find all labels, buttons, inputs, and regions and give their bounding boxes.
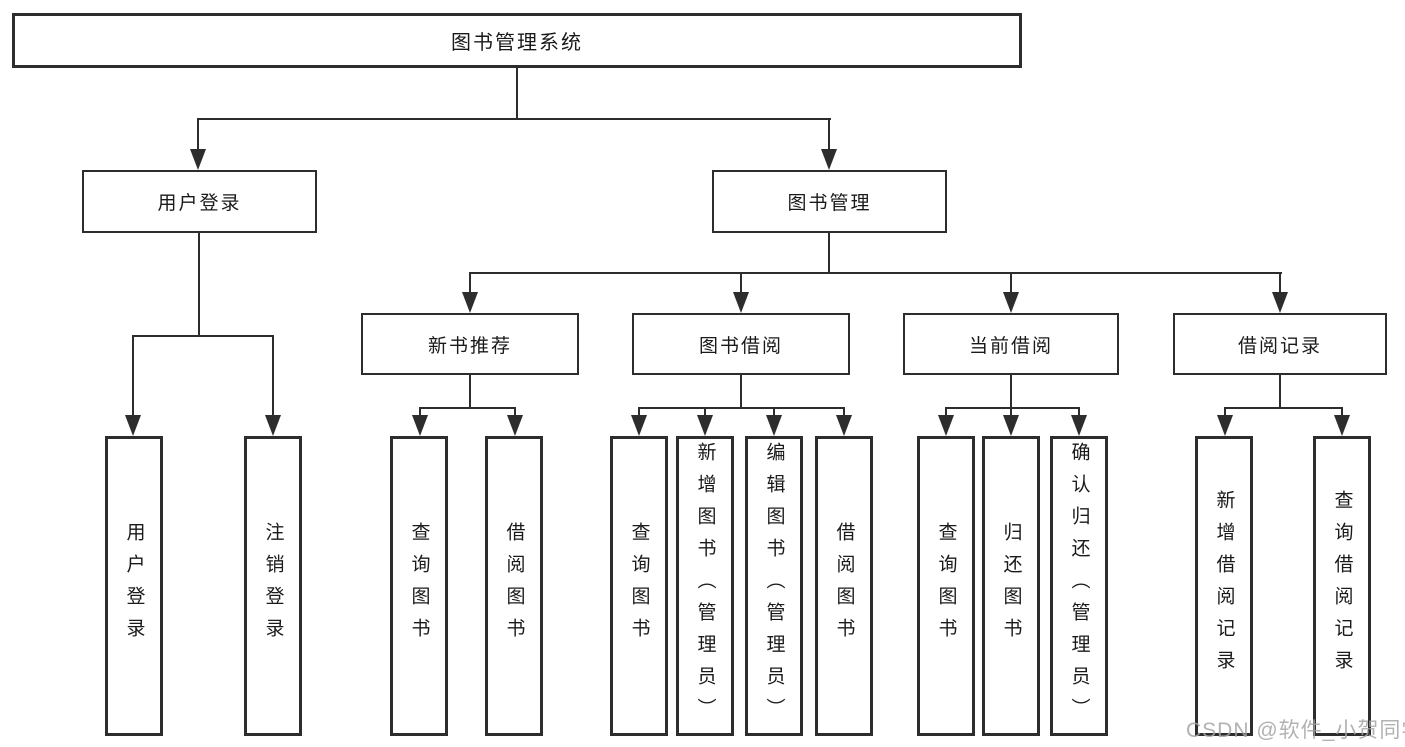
connector-stem xyxy=(740,375,742,407)
connector-root-stem xyxy=(516,68,518,118)
leaf-label: 查询借阅记录 xyxy=(1331,490,1353,682)
connector-stem xyxy=(638,407,640,419)
leaf-add-borrow-record: 新增借阅记录 xyxy=(1195,436,1253,736)
arrow-down-icon xyxy=(836,415,852,436)
connector-stem xyxy=(514,407,516,419)
arrow-down-icon xyxy=(265,415,281,436)
node-root: 图书管理系统 xyxy=(12,13,1022,68)
leaf-label: 用户登录 xyxy=(123,522,145,650)
arrow-down-icon xyxy=(1334,415,1350,436)
connector-user-login-bar xyxy=(132,335,274,337)
connector-root-bar xyxy=(197,118,831,120)
connector-bar xyxy=(945,407,1080,409)
connector-stem xyxy=(1224,407,1226,419)
connector-stem xyxy=(1010,407,1012,419)
connector-bar xyxy=(419,407,516,409)
node-new-book-recommend: 新书推荐 xyxy=(361,313,579,375)
connector-stem xyxy=(1010,272,1012,295)
leaf-borrow-books-recommend: 借阅图书 xyxy=(485,436,543,736)
connector-stem xyxy=(704,407,706,419)
connector-stem xyxy=(828,118,830,152)
leaf-label: 归还图书 xyxy=(1000,522,1022,650)
arrow-down-icon xyxy=(412,415,428,436)
leaf-label: 新增图书（管理员） xyxy=(694,442,716,730)
connector-stem xyxy=(945,407,947,419)
connector-user-login-stem xyxy=(198,233,200,335)
connector-stem xyxy=(1279,272,1281,295)
arrow-down-icon xyxy=(507,415,523,436)
leaf-query-books-recommend: 查询图书 xyxy=(390,436,448,736)
connector-stem xyxy=(773,407,775,419)
arrow-down-icon xyxy=(733,292,749,313)
arrow-down-icon xyxy=(1003,292,1019,313)
arrow-down-icon xyxy=(697,415,713,436)
leaf-user-login: 用户登录 xyxy=(105,436,163,736)
node-user-login: 用户登录 xyxy=(82,170,317,233)
leaf-add-books-admin: 新增图书（管理员） xyxy=(676,436,734,736)
connector-stem xyxy=(1078,407,1080,419)
connector-bar xyxy=(1224,407,1343,409)
arrow-down-icon xyxy=(190,149,206,170)
leaf-query-borrow-record: 查询借阅记录 xyxy=(1313,436,1371,736)
connector-stem xyxy=(469,375,471,407)
leaf-label: 编辑图书（管理员） xyxy=(763,442,785,730)
arrow-down-icon xyxy=(938,415,954,436)
connector-stem xyxy=(419,407,421,419)
leaf-label: 借阅图书 xyxy=(503,522,525,650)
leaf-logout: 注销登录 xyxy=(244,436,302,736)
connector-stem xyxy=(843,407,845,419)
node-current-borrow: 当前借阅 xyxy=(903,313,1119,375)
leaf-label: 查询图书 xyxy=(935,522,957,650)
leaf-label: 注销登录 xyxy=(262,522,284,650)
connector-stem xyxy=(469,272,471,295)
arrow-down-icon xyxy=(766,415,782,436)
leaf-confirm-return-admin: 确认归还（管理员） xyxy=(1050,436,1108,736)
connector-bar xyxy=(638,407,845,409)
connector-stem xyxy=(1010,375,1012,407)
leaf-label: 查询图书 xyxy=(628,522,650,650)
connector-book-mgmt-bar xyxy=(469,272,1282,274)
leaf-return-books: 归还图书 xyxy=(982,436,1040,736)
arrow-down-icon xyxy=(1071,415,1087,436)
leaf-label: 借阅图书 xyxy=(833,522,855,650)
connector-stem xyxy=(1341,407,1343,419)
leaf-label: 新增借阅记录 xyxy=(1213,490,1235,682)
connector-stem xyxy=(272,335,274,418)
node-book-management: 图书管理 xyxy=(712,170,947,233)
arrow-down-icon xyxy=(462,292,478,313)
leaf-query-books-current: 查询图书 xyxy=(917,436,975,736)
arrow-down-icon xyxy=(821,149,837,170)
arrow-down-icon xyxy=(125,415,141,436)
leaf-query-books-borrow: 查询图书 xyxy=(610,436,668,736)
arrow-down-icon xyxy=(1003,415,1019,436)
leaf-label: 确认归还（管理员） xyxy=(1068,442,1090,730)
leaf-label: 查询图书 xyxy=(408,522,430,650)
leaf-edit-books-admin: 编辑图书（管理员） xyxy=(745,436,803,736)
connector-book-mgmt-stem xyxy=(828,233,830,272)
connector-stem xyxy=(197,118,199,152)
arrow-down-icon xyxy=(1272,292,1288,313)
leaf-borrow-books: 借阅图书 xyxy=(815,436,873,736)
node-book-borrow: 图书借阅 xyxy=(632,313,850,375)
csdn-watermark: CSDN @软件_小贺同学 xyxy=(1186,719,1405,742)
connector-stem xyxy=(132,335,134,418)
node-borrow-records: 借阅记录 xyxy=(1173,313,1387,375)
arrow-down-icon xyxy=(1217,415,1233,436)
connector-stem xyxy=(740,272,742,295)
connector-stem xyxy=(1279,375,1281,407)
arrow-down-icon xyxy=(631,415,647,436)
